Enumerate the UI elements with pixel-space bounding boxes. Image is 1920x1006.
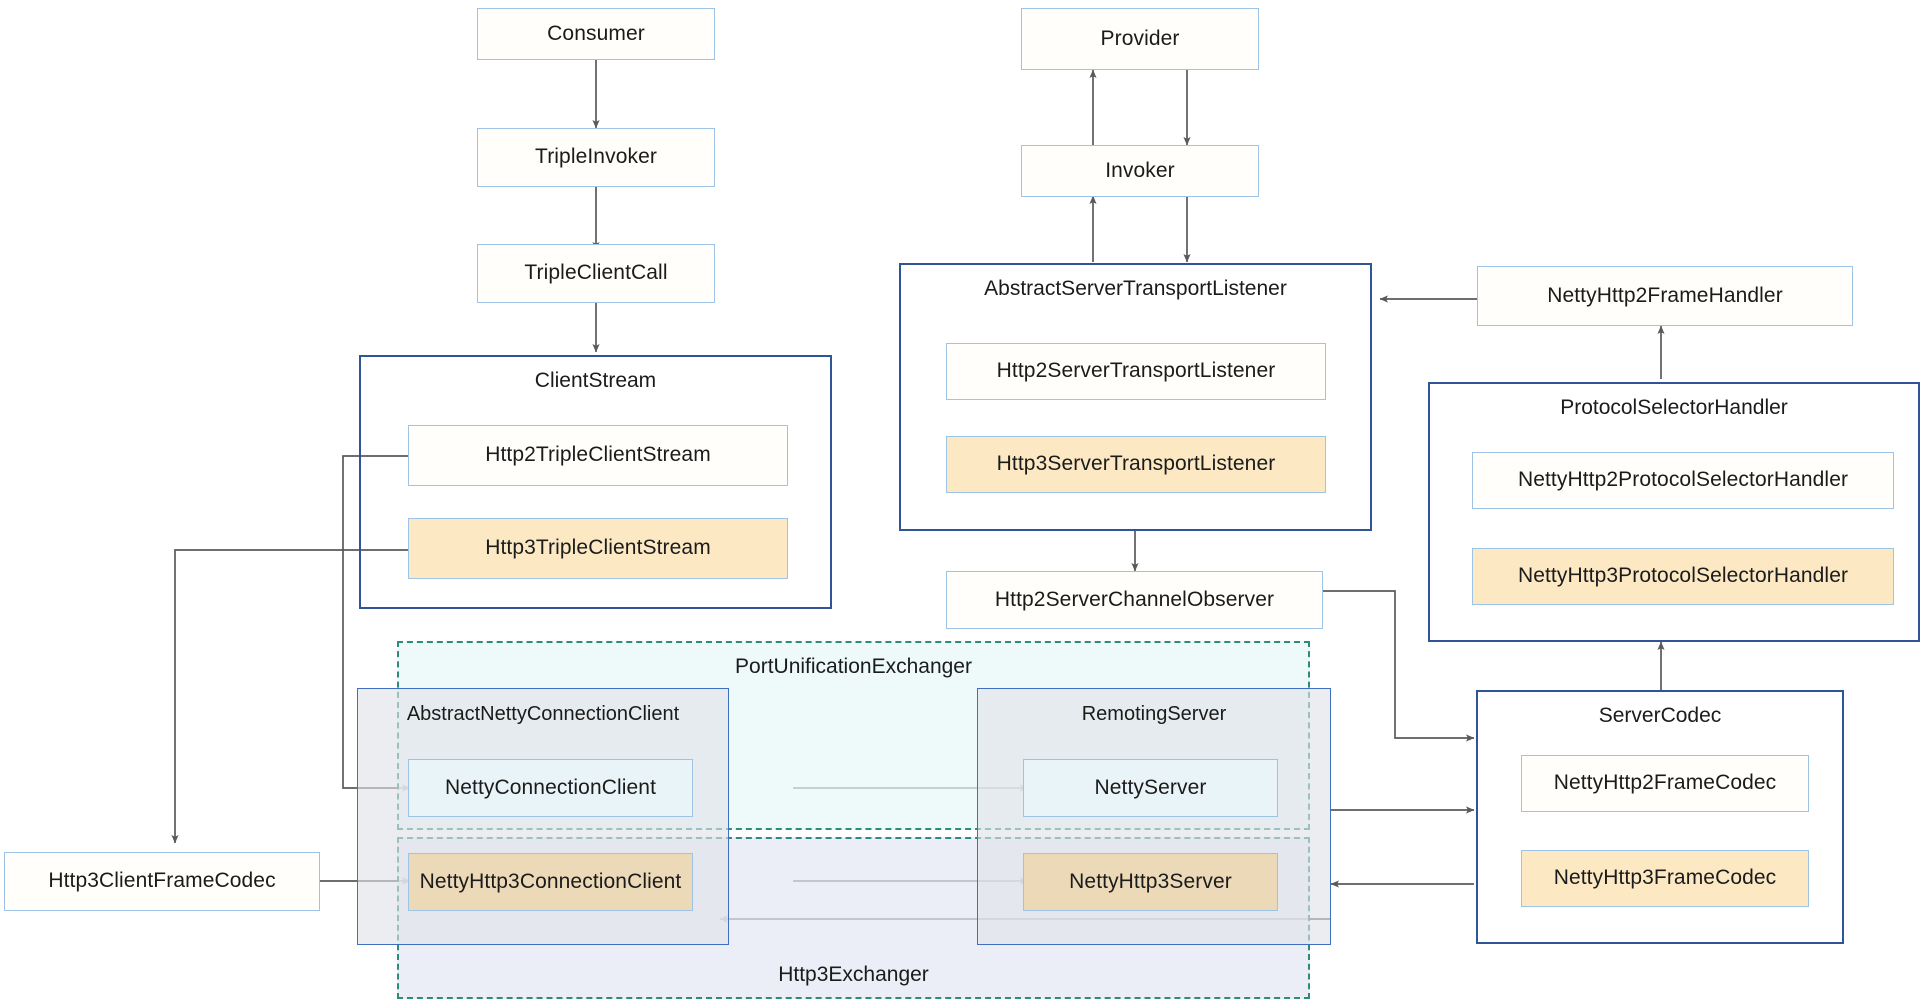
- node-http2-server-channel-observer[interactable]: Http2ServerChannelObserver: [946, 571, 1323, 629]
- node-http3-server-transport-listener-label: Http3ServerTransportListener: [996, 452, 1276, 476]
- node-netty-http3-frame-codec-label: NettyHttp3FrameCodec: [1553, 866, 1777, 890]
- node-provider-label: Provider: [1100, 26, 1180, 50]
- node-invoker-label: Invoker: [1105, 158, 1175, 182]
- node-netty-http2-protocol-selector-handler[interactable]: NettyHttp2ProtocolSelectorHandler: [1472, 452, 1894, 509]
- node-netty-http2-protocol-selector-handler-label: NettyHttp2ProtocolSelectorHandler: [1517, 468, 1849, 492]
- node-provider[interactable]: Provider: [1021, 8, 1259, 70]
- node-http2-triple-client-stream-label: Http2TripleClientStream: [485, 443, 711, 467]
- node-netty-http3-server-label: NettyHttp3Server: [1069, 869, 1232, 893]
- node-http3-client-frame-codec-label: Http3ClientFrameCodec: [48, 869, 276, 893]
- group-protocol-selector-handler-title: ProtocolSelectorHandler: [1560, 396, 1788, 419]
- node-triple-invoker-label: TripleInvoker: [535, 145, 657, 169]
- node-netty-http3-connection-client[interactable]: NettyHttp3ConnectionClient: [408, 853, 693, 911]
- region-port-unification-exchanger-title: PortUnificationExchanger: [735, 655, 972, 678]
- group-remoting-server-title: RemotingServer: [1081, 703, 1227, 725]
- group-protocol-selector-handler[interactable]: ProtocolSelectorHandler: [1428, 382, 1920, 642]
- node-consumer[interactable]: Consumer: [477, 8, 715, 60]
- group-abstract-server-transport-listener[interactable]: AbstractServerTransportListener: [899, 263, 1372, 531]
- node-netty-connection-client[interactable]: NettyConnectionClient: [408, 759, 693, 817]
- group-client-stream[interactable]: ClientStream: [359, 355, 832, 609]
- group-client-stream-title: ClientStream: [534, 369, 657, 392]
- node-triple-client-call[interactable]: TripleClientCall: [477, 244, 715, 303]
- node-http2-server-transport-listener[interactable]: Http2ServerTransportListener: [946, 343, 1326, 400]
- node-triple-invoker[interactable]: TripleInvoker: [477, 128, 715, 187]
- node-http3-triple-client-stream[interactable]: Http3TripleClientStream: [408, 518, 788, 579]
- node-http3-triple-client-stream-label: Http3TripleClientStream: [485, 536, 711, 560]
- node-triple-client-call-label: TripleClientCall: [524, 261, 668, 285]
- group-abstract-netty-connection-client-title: AbstractNettyConnectionClient: [406, 703, 680, 725]
- node-http2-triple-client-stream[interactable]: Http2TripleClientStream: [408, 425, 788, 486]
- node-netty-http3-protocol-selector-handler[interactable]: NettyHttp3ProtocolSelectorHandler: [1472, 548, 1894, 605]
- node-consumer-label: Consumer: [547, 21, 645, 45]
- region-http3-exchanger-title: Http3Exchanger: [778, 963, 929, 986]
- node-http3-client-frame-codec[interactable]: Http3ClientFrameCodec: [4, 852, 320, 911]
- node-http2-server-channel-observer-label: Http2ServerChannelObserver: [994, 587, 1275, 611]
- node-netty-http3-connection-client-label: NettyHttp3ConnectionClient: [419, 869, 682, 893]
- node-netty-http2-frame-codec[interactable]: NettyHttp2FrameCodec: [1521, 755, 1809, 812]
- node-invoker[interactable]: Invoker: [1021, 145, 1259, 197]
- group-abstract-server-transport-listener-title: AbstractServerTransportListener: [984, 277, 1287, 300]
- node-netty-server-label: NettyServer: [1094, 775, 1207, 799]
- group-server-codec[interactable]: ServerCodec: [1476, 690, 1844, 944]
- node-netty-http2-frame-codec-label: NettyHttp2FrameCodec: [1553, 771, 1777, 795]
- edge-channelobserver-to-servercodec: [1323, 590, 1475, 742]
- node-netty-http2-frame-handler[interactable]: NettyHttp2FrameHandler: [1477, 266, 1853, 326]
- node-http2-server-transport-listener-label: Http2ServerTransportListener: [996, 359, 1276, 383]
- node-netty-http3-protocol-selector-handler-label: NettyHttp3ProtocolSelectorHandler: [1517, 564, 1849, 588]
- node-netty-connection-client-label: NettyConnectionClient: [444, 775, 657, 799]
- node-netty-http3-server[interactable]: NettyHttp3Server: [1023, 853, 1278, 911]
- edge-http3stream-to-http3clientframecodec: [171, 549, 408, 844]
- node-http3-server-transport-listener[interactable]: Http3ServerTransportListener: [946, 436, 1326, 493]
- node-netty-http2-frame-handler-label: NettyHttp2FrameHandler: [1547, 283, 1783, 307]
- node-netty-server[interactable]: NettyServer: [1023, 759, 1278, 817]
- group-server-codec-title: ServerCodec: [1598, 704, 1722, 727]
- node-netty-http3-frame-codec[interactable]: NettyHttp3FrameCodec: [1521, 850, 1809, 907]
